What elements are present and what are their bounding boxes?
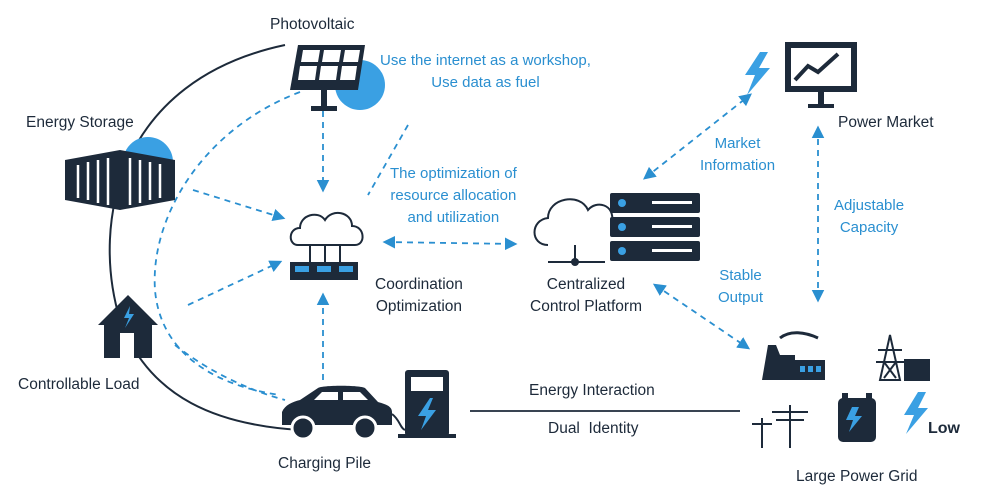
adjustable-line-1: Adjustable — [834, 197, 905, 214]
battery-rack-icon — [65, 137, 175, 210]
dashed-connectors — [153, 91, 825, 401]
adjustable-line-2: Capacity — [839, 219, 899, 236]
market-info-line-1: Market — [714, 135, 761, 152]
car-icon — [282, 385, 406, 441]
power-plant-icon — [762, 331, 825, 380]
stable-line-2: Output — [718, 289, 764, 306]
optimization-line-2: resource allocation — [390, 187, 517, 204]
outer-ring-arc — [108, 44, 301, 431]
label-charging-pile: Charging Pile — [278, 455, 372, 472]
lightning-icon — [745, 52, 770, 95]
label-energy-storage: Energy Storage — [26, 114, 134, 131]
market-info-line-2: Information — [700, 157, 776, 174]
label-large-power-grid: Large Power Grid — [796, 468, 918, 485]
annotation-market-information: Market Information — [700, 133, 775, 177]
label-photovoltaic: Photovoltaic — [270, 16, 355, 33]
low-lightning-icon — [904, 392, 928, 434]
transformer-icon — [838, 393, 876, 442]
server-cloud-icon — [533, 193, 700, 266]
annotation-stable-output: Stable Output — [718, 265, 763, 309]
cloud-network-icon — [289, 211, 364, 280]
coordination-line-2: Optimization — [375, 298, 463, 315]
label-controllable-load: Controllable Load — [18, 376, 140, 393]
substation-icon — [876, 334, 930, 381]
coordination-line-1: Coordination — [375, 276, 463, 293]
centralized-line-1: Centralized — [546, 276, 626, 293]
label-coordination-optimization: Coordination Optimization — [375, 274, 463, 318]
annotation-internet-workshop: Use the internet as a workshop, Use data… — [380, 50, 591, 94]
label-power-market: Power Market — [838, 114, 934, 131]
workshop-line-2: Use data as fuel — [431, 74, 540, 91]
optimization-line-3: and utilization — [407, 209, 500, 226]
workshop-line-1: Use the internet as a workshop, — [380, 52, 591, 69]
annotation-optimization: The optimization of resource allocation … — [390, 163, 517, 229]
utility-pole-icon — [752, 405, 808, 448]
annotation-adjustable-capacity: Adjustable Capacity — [834, 195, 904, 239]
stable-line-1: Stable — [719, 267, 762, 284]
annotation-energy-interaction: Energy Interaction — [529, 382, 655, 399]
house-icon — [98, 295, 158, 358]
solar-panel-icon — [290, 45, 385, 111]
market-chart-icon — [785, 42, 857, 108]
optimization-line-1: The optimization of — [390, 165, 517, 182]
badge-low: Low — [928, 420, 960, 437]
centralized-line-2: Control Platform — [530, 298, 642, 315]
charger-icon — [398, 370, 456, 438]
label-centralized-control: Centralized Control Platform — [530, 274, 642, 318]
annotation-dual-identity: Dual Identity — [548, 420, 639, 437]
